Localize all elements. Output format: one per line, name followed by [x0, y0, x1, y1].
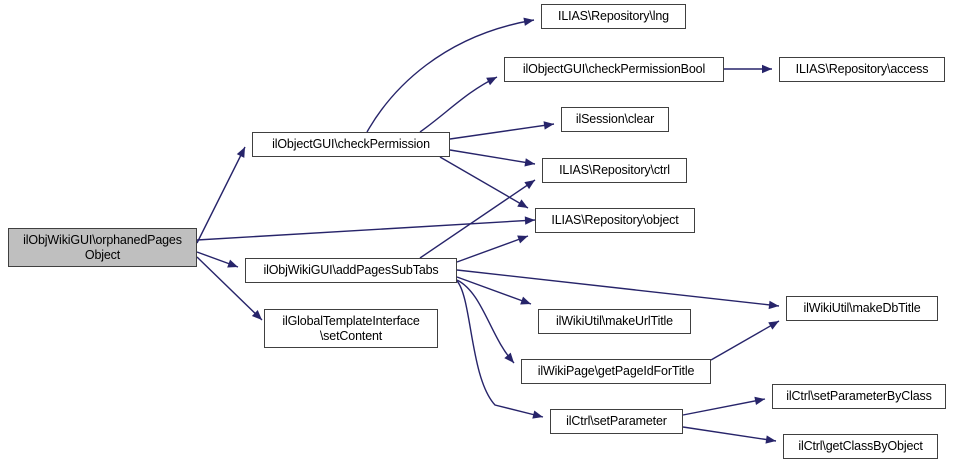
call-edge	[366, 19, 535, 133]
call-edge	[449, 149, 536, 165]
call-edge	[419, 76, 498, 133]
call-edge	[456, 279, 515, 364]
graph-node-ctrl[interactable]: ILIAS\Repository\ctrl	[542, 158, 687, 183]
arrowhead-icon	[520, 296, 531, 305]
call-edge	[196, 256, 263, 321]
graph-node-orphanedPages[interactable]: ilObjWikiGUI\orphanedPages Object	[8, 228, 197, 267]
arrowhead-icon	[251, 310, 262, 320]
arrowhead-icon	[517, 199, 528, 208]
call-edge	[710, 320, 780, 361]
call-edge	[456, 235, 529, 263]
arrowhead-icon	[524, 158, 535, 167]
graph-node-getClassByObject[interactable]: ilCtrl\getClassByObject	[783, 434, 938, 459]
graph-node-setParameter[interactable]: ilCtrl\setParameter	[550, 409, 683, 434]
call-edge	[196, 219, 536, 241]
graph-node-getPageIdForTitle[interactable]: ilWikiPage\getPageIdForTitle	[521, 359, 711, 384]
graph-node-clear[interactable]: ilSession\clear	[561, 107, 669, 132]
call-edge	[196, 146, 246, 244]
arrowhead-icon	[543, 121, 554, 130]
call-edge	[449, 123, 555, 140]
call-edge	[456, 269, 780, 307]
arrowhead-icon	[765, 435, 776, 444]
graph-node-lng[interactable]: ILIAS\Repository\lng	[541, 4, 686, 29]
call-edge	[682, 426, 777, 442]
call-edge	[456, 276, 532, 305]
arrowhead-icon	[754, 396, 765, 406]
arrowhead-icon	[532, 410, 543, 419]
arrowhead-icon	[517, 235, 528, 244]
graph-node-access[interactable]: ILIAS\Repository\access	[779, 57, 945, 82]
call-edge	[456, 280, 544, 418]
arrowhead-icon	[236, 147, 245, 158]
graph-node-checkPermissionBool[interactable]: ilObjectGUI\checkPermissionBool	[504, 57, 724, 82]
arrowhead-icon	[523, 17, 534, 26]
graph-node-setParameterByClass[interactable]: ilCtrl\setParameterByClass	[772, 384, 946, 409]
call-edge	[439, 156, 529, 209]
arrowhead-icon	[524, 216, 535, 225]
arrowhead-icon	[486, 77, 497, 86]
arrowhead-icon	[524, 180, 535, 190]
graph-node-addPagesSubTabs[interactable]: ilObjWikiGUI\addPagesSubTabs	[245, 258, 457, 283]
graph-node-checkPermission[interactable]: ilObjectGUI\checkPermission	[252, 132, 450, 157]
graph-node-makeDbTitle[interactable]: ilWikiUtil\makeDbTitle	[786, 296, 938, 321]
call-edge	[419, 179, 536, 259]
arrowhead-icon	[768, 321, 779, 330]
arrowhead-icon	[504, 352, 514, 363]
arrowhead-icon	[762, 64, 772, 74]
arrowhead-icon	[227, 259, 238, 268]
arrowhead-icon	[768, 300, 779, 310]
call-edge	[682, 398, 766, 416]
graph-node-setContent[interactable]: ilGlobalTemplateInterface \setContent	[264, 309, 438, 348]
graph-node-makeUrlTitle[interactable]: ilWikiUtil\makeUrlTitle	[538, 309, 691, 334]
graph-node-object[interactable]: ILIAS\Repository\object	[535, 208, 695, 233]
